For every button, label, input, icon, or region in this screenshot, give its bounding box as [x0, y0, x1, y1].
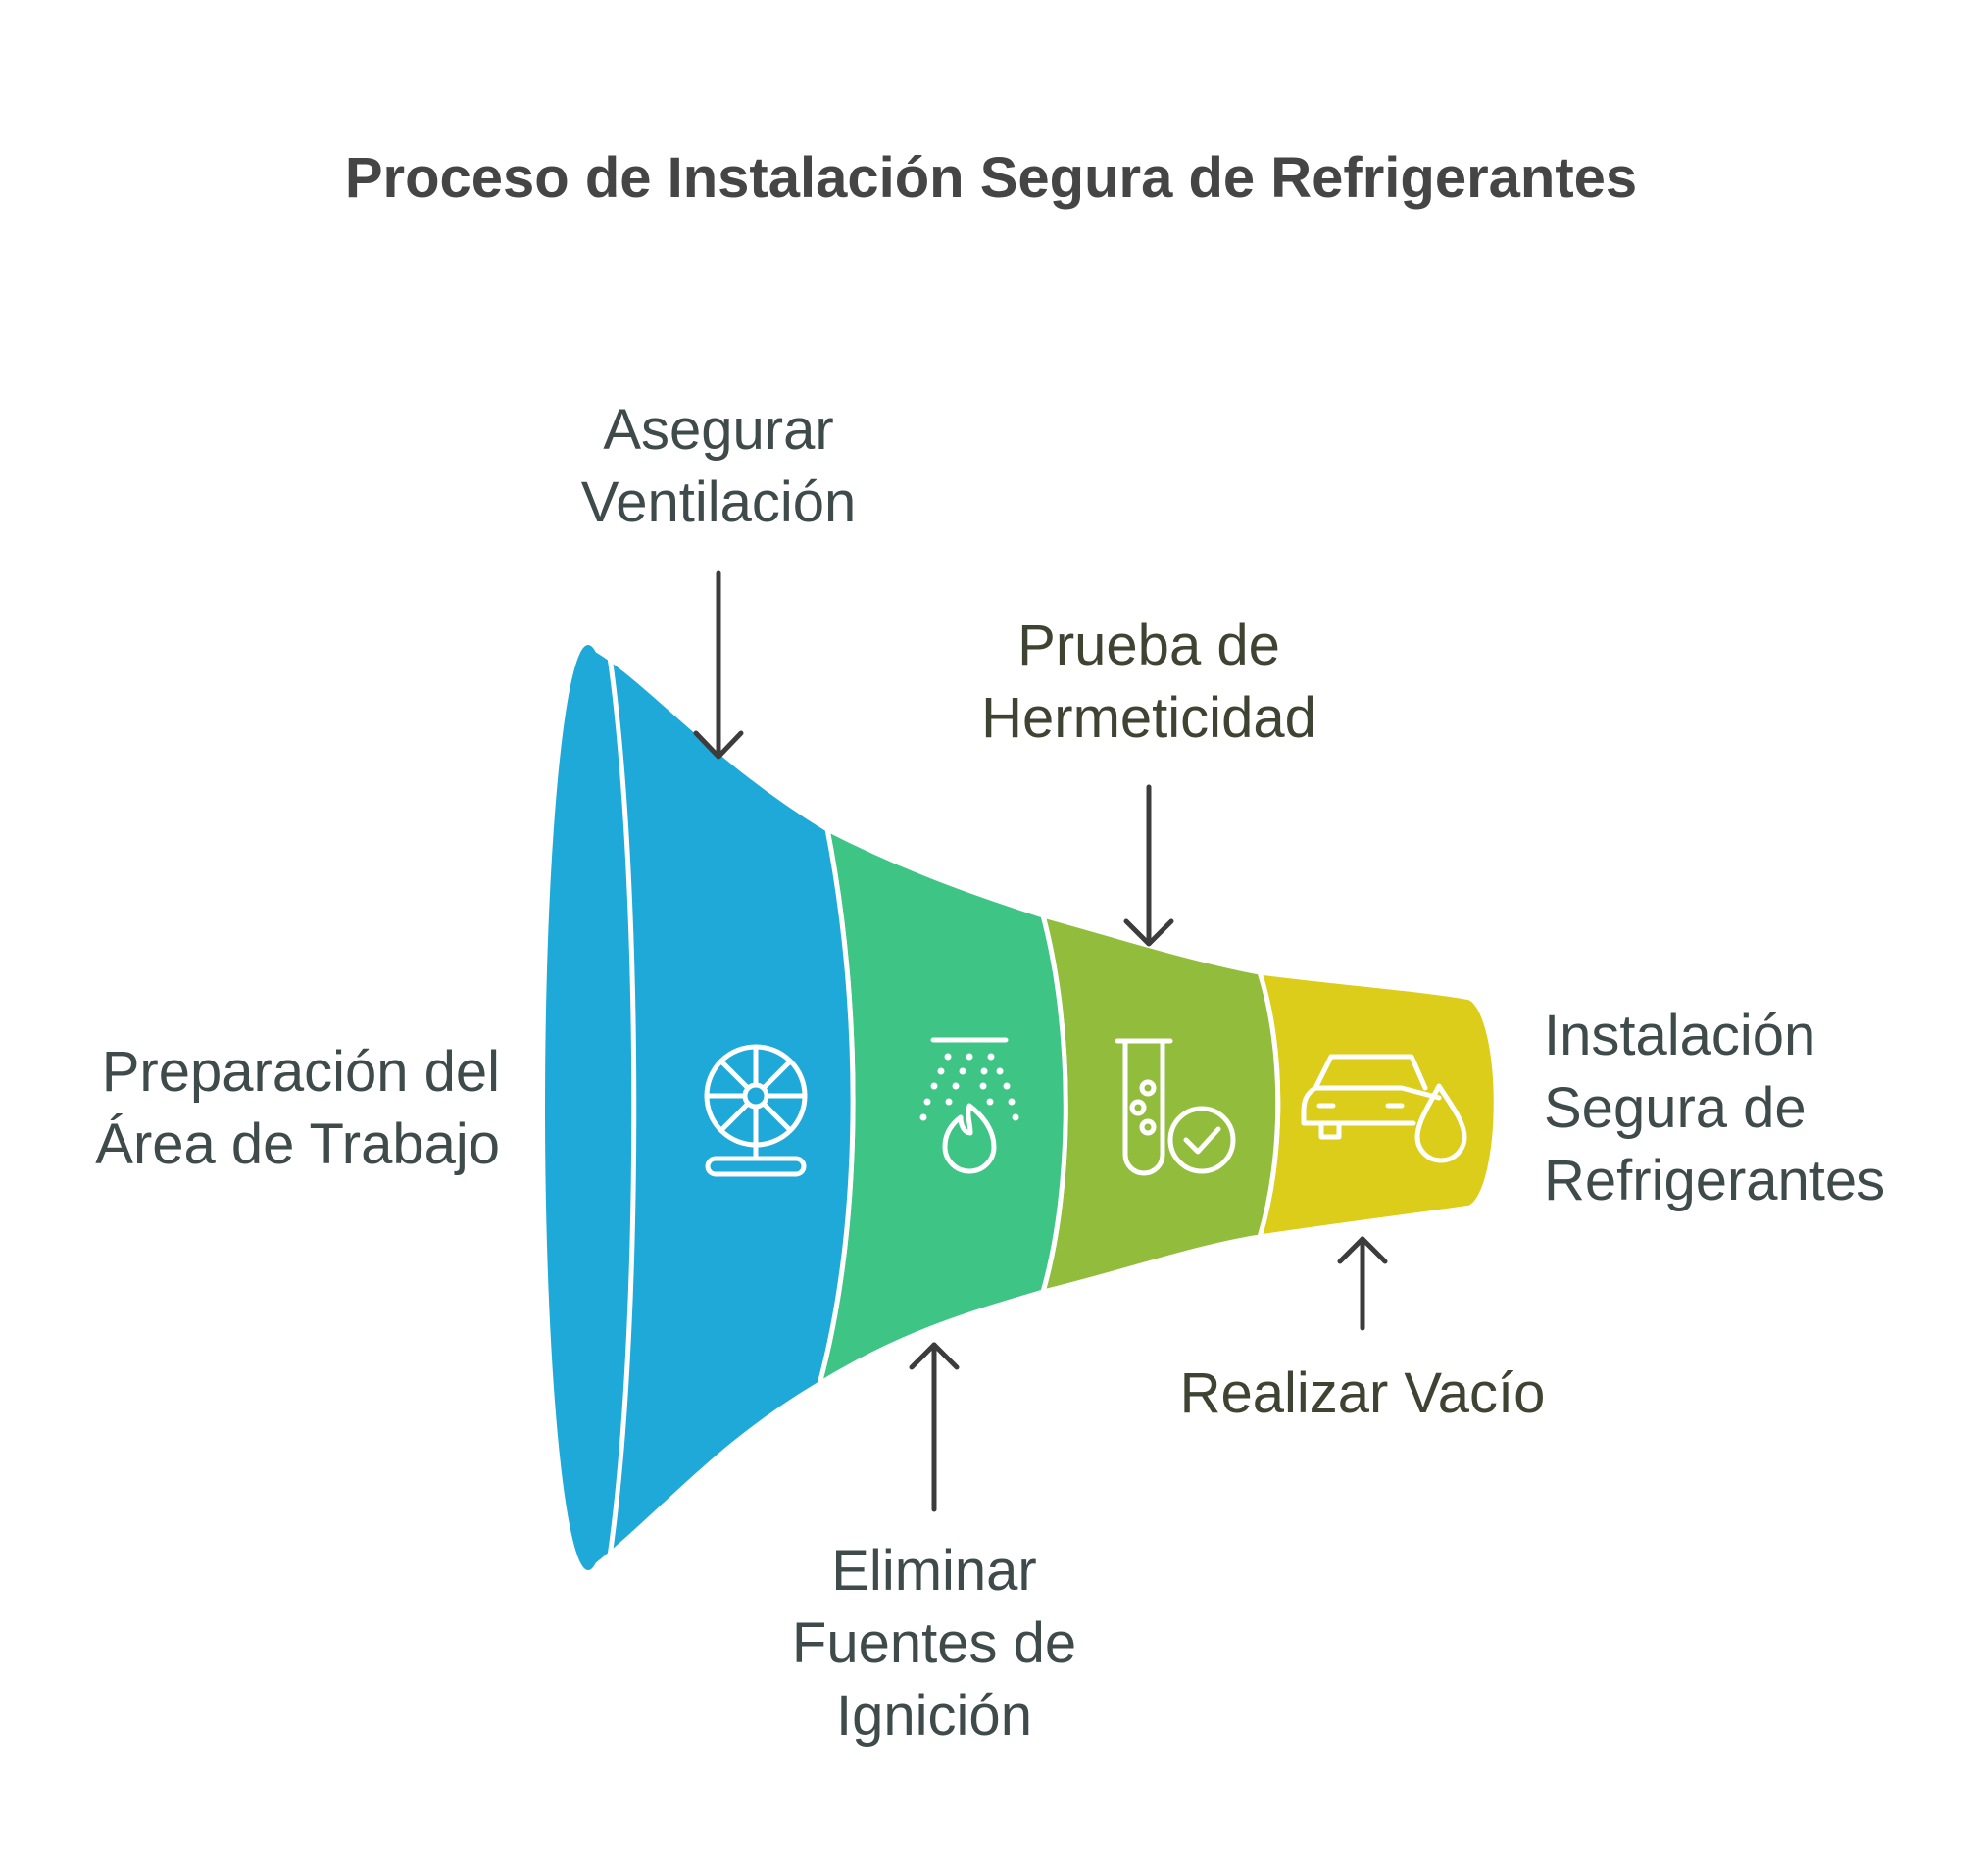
label-preparacion-line-1: Preparación del	[101, 1040, 500, 1104]
label-ignicion-line-1: Eliminar	[831, 1539, 1037, 1603]
label-ignicion: Eliminar Fuentes de Ignición	[738, 1535, 1130, 1753]
fan-icon	[704, 1044, 808, 1177]
funnel-mouth	[545, 645, 631, 1570]
diagram-title: Proceso de Instalación Segura de Refrige…	[344, 146, 1638, 210]
label-hermeticidad: Prueba de Hermeticidad	[904, 610, 1394, 755]
label-vacio-line-1: Realizar Vacío	[1179, 1361, 1546, 1425]
funnel-segment-instalacion	[1256, 969, 1499, 1241]
label-preparacion-line-2: Área de Trabajo	[95, 1112, 500, 1176]
funnel-segment-ignicion	[815, 824, 1068, 1390]
funnel-mouth-edge	[607, 656, 637, 1557]
label-hermeticidad-line-2: Hermeticidad	[981, 686, 1316, 750]
label-ignicion-line-2: Fuentes de	[791, 1611, 1077, 1675]
label-ventilacion-line-2: Ventilación	[580, 470, 857, 534]
label-ventilacion-line-1: Asegurar	[603, 398, 834, 462]
sprinkler-fire-icon	[919, 1037, 1019, 1174]
label-instalacion-line-2: Segura de	[1544, 1076, 1807, 1140]
label-preparacion: Preparación del Área de Trabajo	[59, 1036, 500, 1181]
label-ignicion-line-3: Ignición	[836, 1684, 1032, 1748]
label-ventilacion: Asegurar Ventilación	[522, 394, 915, 539]
arrow-vacio	[1337, 1236, 1388, 1331]
label-instalacion: Instalación Segura de Refrigerantes	[1544, 1000, 1956, 1217]
test-tube-check-icon	[1115, 1038, 1236, 1176]
arrow-ventilacion	[693, 570, 744, 760]
arrow-hermeticidad	[1123, 784, 1174, 947]
label-instalacion-line-3: Refrigerantes	[1544, 1149, 1886, 1212]
label-hermeticidad-line-1: Prueba de	[1017, 614, 1280, 677]
label-vacio: Realizar Vacío	[1117, 1358, 1608, 1430]
arrow-ignicion	[909, 1342, 960, 1512]
label-instalacion-line-1: Instalación	[1544, 1004, 1816, 1067]
car-drop-icon	[1301, 1054, 1467, 1163]
